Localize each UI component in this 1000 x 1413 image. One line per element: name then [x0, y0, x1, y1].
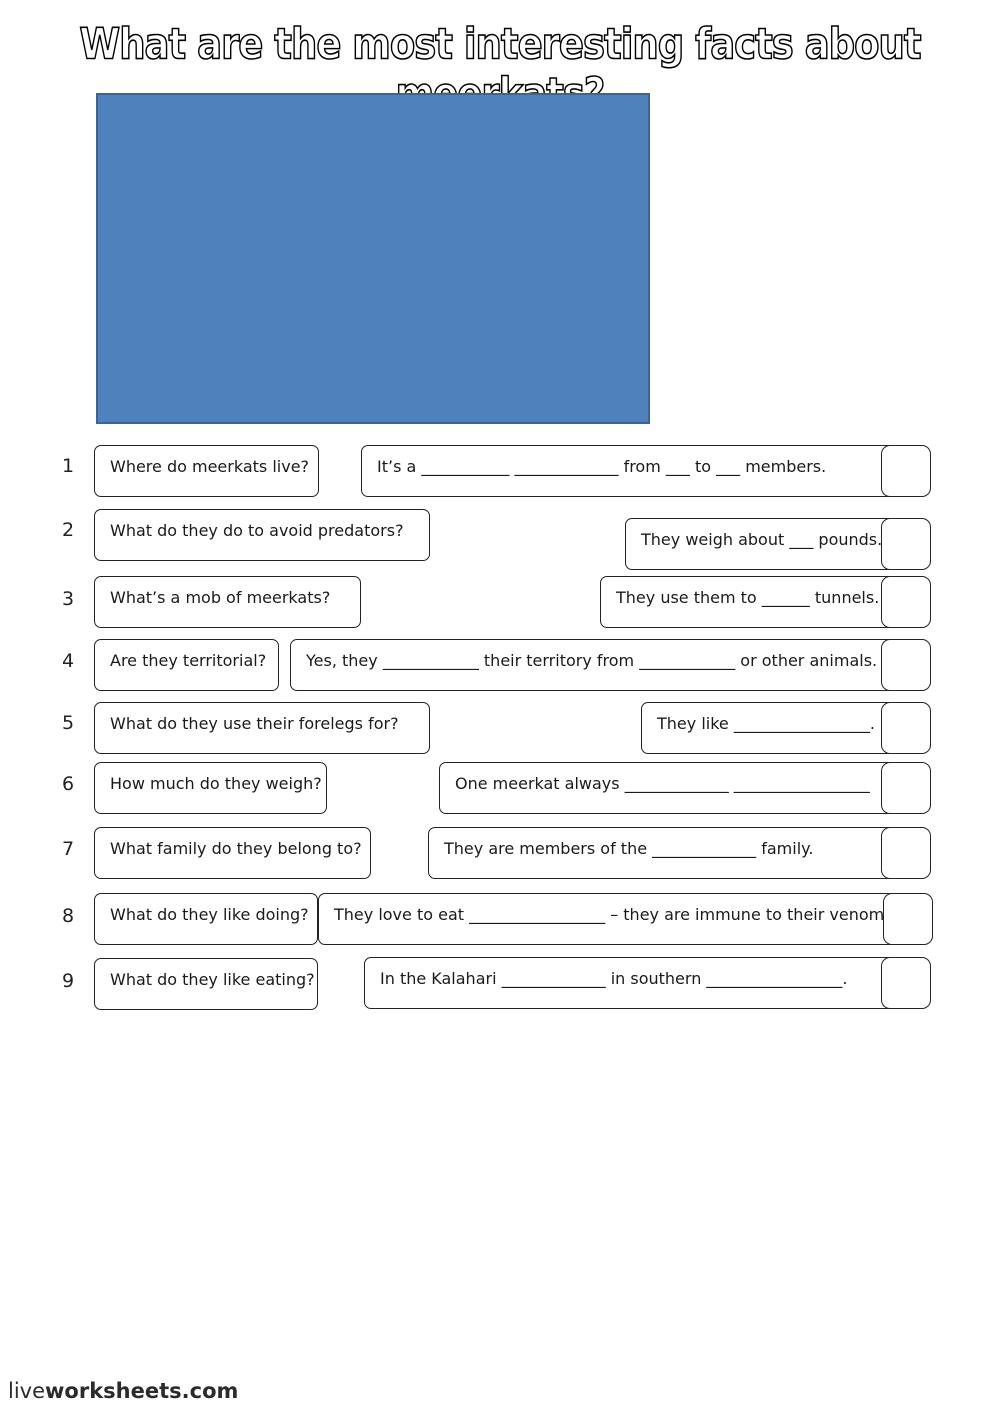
question-box[interactable]: Are they territorial?: [94, 639, 279, 691]
answer-check-box[interactable]: [881, 639, 931, 691]
logo-tld-text: .com: [181, 1379, 239, 1403]
answer-check-box[interactable]: [881, 827, 931, 879]
answer-box[interactable]: They are members of the _____________ fa…: [428, 827, 907, 879]
answer-check-box[interactable]: [881, 445, 931, 497]
question-box[interactable]: Where do meerkats live?: [94, 445, 319, 497]
answer-box[interactable]: They love to eat _________________ – the…: [318, 893, 909, 945]
answer-box[interactable]: One meerkat always _____________ _______…: [439, 762, 907, 814]
answer-box[interactable]: In the Kalahari _____________ in souther…: [364, 957, 907, 1009]
answer-box[interactable]: They weigh about ___ pounds.: [625, 518, 907, 570]
row-number: 9: [61, 970, 75, 992]
row-number: 3: [61, 588, 75, 610]
question-box[interactable]: What’s a mob of meerkats?: [94, 576, 361, 628]
answer-box[interactable]: Yes, they ____________ their territory f…: [290, 639, 907, 691]
answer-box[interactable]: They like _________________.: [641, 702, 907, 754]
row-number: 5: [61, 712, 75, 734]
answer-box[interactable]: They use them to ______ tunnels.: [600, 576, 907, 628]
answer-check-box[interactable]: [881, 957, 931, 1009]
logo-bold-text: worksheets: [45, 1379, 182, 1403]
answer-check-box[interactable]: [881, 702, 931, 754]
question-box[interactable]: What family do they belong to?: [94, 827, 371, 879]
answer-box[interactable]: It’s a ___________ _____________ from __…: [361, 445, 907, 497]
row-number: 7: [61, 838, 75, 860]
row-number: 4: [61, 650, 75, 672]
logo-light-text: live: [8, 1379, 46, 1403]
answer-check-box[interactable]: [883, 893, 933, 945]
media-placeholder[interactable]: [96, 93, 650, 424]
question-box[interactable]: How much do they weigh?: [94, 762, 327, 814]
question-box[interactable]: What do they like eating?: [94, 958, 318, 1010]
question-box[interactable]: What do they like doing?: [94, 893, 318, 945]
question-box[interactable]: What do they use their forelegs for?: [94, 702, 430, 754]
row-number: 8: [61, 905, 75, 927]
row-number: 2: [61, 519, 75, 541]
answer-check-box[interactable]: [881, 576, 931, 628]
liveworksheets-logo: liveworksheets.com: [8, 1379, 238, 1403]
row-number: 1: [61, 455, 75, 477]
answer-check-box[interactable]: [881, 762, 931, 814]
answer-check-box[interactable]: [881, 518, 931, 570]
row-number: 6: [61, 773, 75, 795]
question-box[interactable]: What do they do to avoid predators?: [94, 509, 430, 561]
